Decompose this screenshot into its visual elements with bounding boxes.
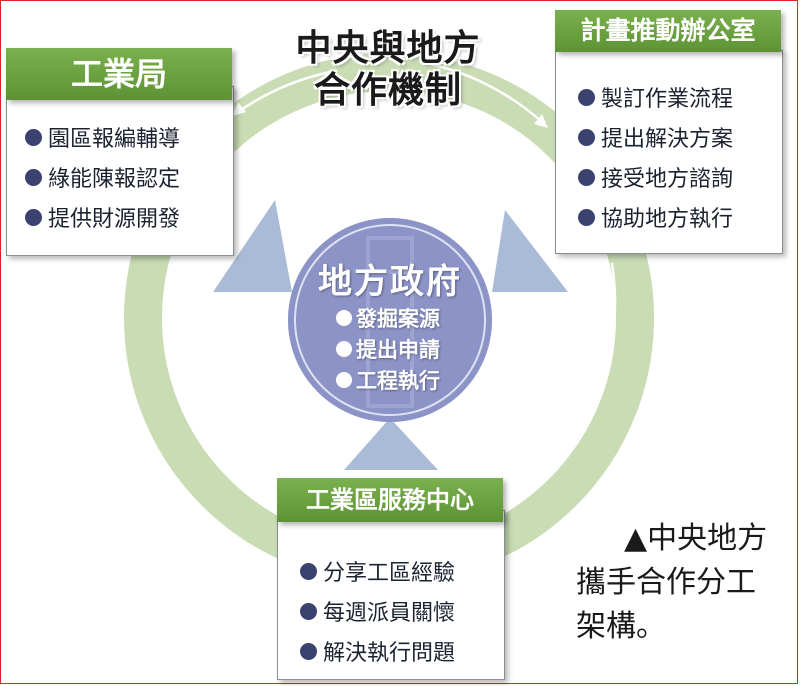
bullet-icon <box>300 562 317 580</box>
building-watermark-icon <box>366 236 414 408</box>
list-item: 提出申請 <box>336 333 440 364</box>
local-government-title: 地方政府 <box>318 262 462 302</box>
arrowhead-top-left <box>232 102 246 116</box>
list-item: 製訂作業流程 <box>578 77 733 117</box>
industrial-bureau-box: 園區報編輔導 綠能陳報認定 提供財源開發 <box>6 86 234 256</box>
bullet-icon <box>578 208 595 226</box>
bullet-icon <box>578 168 595 186</box>
list-item: 提出解決方案 <box>578 117 733 157</box>
list-item: 解決執行問題 <box>300 631 455 671</box>
list-item: 分享工區經驗 <box>300 551 455 591</box>
caption: ▲中央地方 攜手合作分工 架構。 <box>576 517 796 649</box>
bullet-icon <box>336 340 352 357</box>
service-center-box: 分享工區經驗 每週派員關懷 解決執行問題 <box>277 510 505 680</box>
service-center-header: 工業區服務中心 <box>277 478 503 522</box>
triangle-bottom <box>344 418 438 470</box>
list-item: 發掘案源 <box>336 302 440 333</box>
bullet-icon <box>336 309 352 326</box>
list-item: 協助地方執行 <box>578 197 733 237</box>
arrow-top-right <box>428 62 544 124</box>
arrow-bottom-left <box>166 300 260 488</box>
project-office-header: 計畫推動辦公室 <box>555 10 781 52</box>
arrowhead-bottom-left <box>250 479 264 491</box>
project-office-box: 製訂作業流程 提出解決方案 接受地方諮詢 協助地方執行 <box>555 50 783 254</box>
title-line-2: 合作機制 <box>313 70 462 111</box>
arrow-right <box>520 262 617 494</box>
bullet-icon <box>578 128 595 146</box>
bullet-icon <box>25 168 42 186</box>
bullet-icon <box>300 602 317 620</box>
arrowhead-top-right <box>534 114 548 128</box>
list-item: 綠能陳報認定 <box>25 157 180 197</box>
arrow-top-left <box>236 70 332 114</box>
local-government-circle: 地方政府 發掘案源 提出申請 工程執行 <box>288 218 492 422</box>
bullet-icon <box>578 88 595 106</box>
bullet-icon <box>336 371 352 388</box>
diagram-title: 中央與地方 合作機制 <box>258 28 518 112</box>
list-item: 園區報編輔導 <box>25 117 180 157</box>
caption-line-2: 攜手合作分工 <box>576 565 756 600</box>
arrowhead-right <box>516 483 529 497</box>
triangle-right <box>492 210 568 292</box>
bullet-icon <box>25 208 42 226</box>
bullet-icon <box>300 642 317 660</box>
list-item: 工程執行 <box>336 364 440 395</box>
caption-line-1: ▲中央地方 <box>624 521 768 556</box>
list-item: 接受地方諮詢 <box>578 157 733 197</box>
list-item: 提供財源開發 <box>25 197 180 237</box>
bullet-icon <box>25 128 42 146</box>
triangle-left <box>213 200 292 292</box>
caption-line-3: 架構。 <box>576 609 666 644</box>
list-item: 每週派員關懷 <box>300 591 455 631</box>
title-line-1: 中央與地方 <box>295 28 481 69</box>
industrial-bureau-header: 工業局 <box>6 48 232 100</box>
